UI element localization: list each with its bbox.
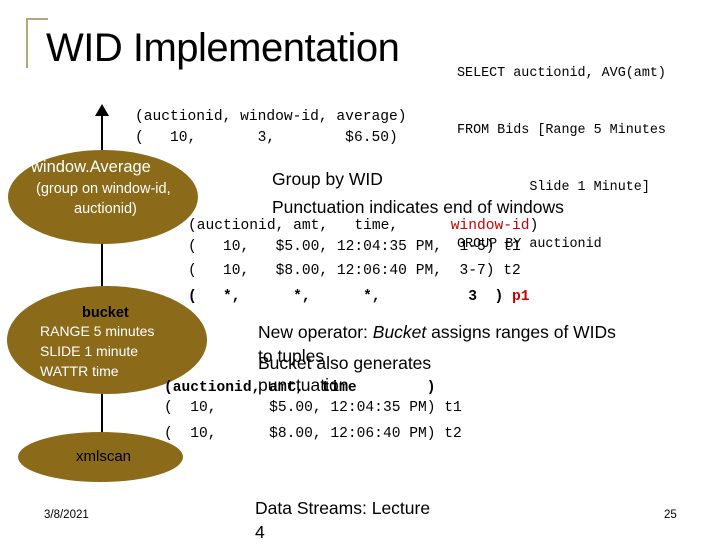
input-tuple-header: (auctionid, amt, time ) [164,380,436,396]
note-rest: assigns ranges of WIDs [426,322,616,342]
new-operator-note-line3: Bucket also generates [258,353,432,373]
footer-date: 3/8/2021 [44,509,89,521]
header-main: (auctionid, amt, time, [188,218,451,234]
row-tag: t2 [503,263,521,279]
sql-line: SELECT auctionid, AVG(amt) [457,66,666,81]
operator-param: RANGE 5 minutes [40,323,155,339]
sql-line: GROUP BY auctionid [457,237,602,252]
sql-line: Slide 1 Minute] [457,180,650,195]
operator-desc: auctionid) [74,201,137,217]
input-tuple-row: ( 10, $5.00, 12:04:35 PM) t1 [164,400,462,416]
group-by-note: Group by WID [272,169,383,189]
footer-lecture-number: 4 [255,522,265,542]
bucket-output-header: (auctionid, amt, time, window-id) [188,218,538,234]
operator-name: window.Average [31,158,151,176]
operator-name: xmlscan [76,448,132,465]
bucket-output-row: ( 10, $8.00, 12:06:40 PM, 3-7) t2 [188,263,521,279]
note-prefix: New operator: [258,322,373,342]
xmlscan-operator: xmlscan [18,432,183,482]
operator-param: WATTR time [40,363,119,379]
row-values: ( *, *, *, 3 ) [188,289,513,305]
operator-desc: (group on window-id, [36,181,171,197]
input-tuple-row: ( 10, $8.00, 12:06:40 PM) t2 [164,426,462,442]
bucket-output-row: ( *, *, *, 3 ) p1 [188,289,530,305]
new-operator-note: New operator: Bucket assigns ranges of W… [258,322,616,343]
row-tag: p1 [512,289,530,305]
output-tuple-header: (auctionid, window-id, average) [135,109,407,125]
note-italic: Bucket [372,322,427,342]
arrow-up-line [101,378,103,440]
operator-param: SLIDE 1 minute [40,343,139,359]
arrow-up-head [95,104,109,116]
corner-rule-horizontal [26,18,48,20]
header-close: ) [529,218,539,234]
corner-rule-vertical [26,18,28,68]
sql-line: FROM Bids [Range 5 Minutes [457,123,666,138]
sql-query: SELECT auctionid, AVG(amt) FROM Bids [Ra… [457,26,666,273]
new-operator-note-line4: punctuation [258,375,349,395]
bucket-operator: bucket RANGE 5 minutes SLIDE 1 minute WA… [7,286,207,394]
new-operator-note-line2: to tuples [258,346,325,366]
slide-title: WID Implementation [46,26,400,70]
row-tag: t1 [503,239,521,255]
arrow-up-line [101,114,103,156]
header-window-id: window-id [450,218,530,234]
output-tuple-row: ( 10, 3, $6.50) [135,130,398,146]
footer-page-number: 25 [664,509,677,521]
arrow-up-line [101,237,103,311]
punctuation-note: Punctuation indicates end of windows [272,197,564,217]
row-values: ( 10, $5.00, 12:04:35 PM, 1-5) [188,239,504,255]
window-average-operator: window.Average (group on window-id, auct… [8,150,198,244]
footer-lecture: Data Streams: Lecture [255,498,431,518]
operator-name: bucket [82,305,129,321]
row-values: ( 10, $8.00, 12:06:40 PM, 3-7) [188,263,504,279]
bucket-output-row: ( 10, $5.00, 12:04:35 PM, 1-5) t1 [188,239,521,255]
